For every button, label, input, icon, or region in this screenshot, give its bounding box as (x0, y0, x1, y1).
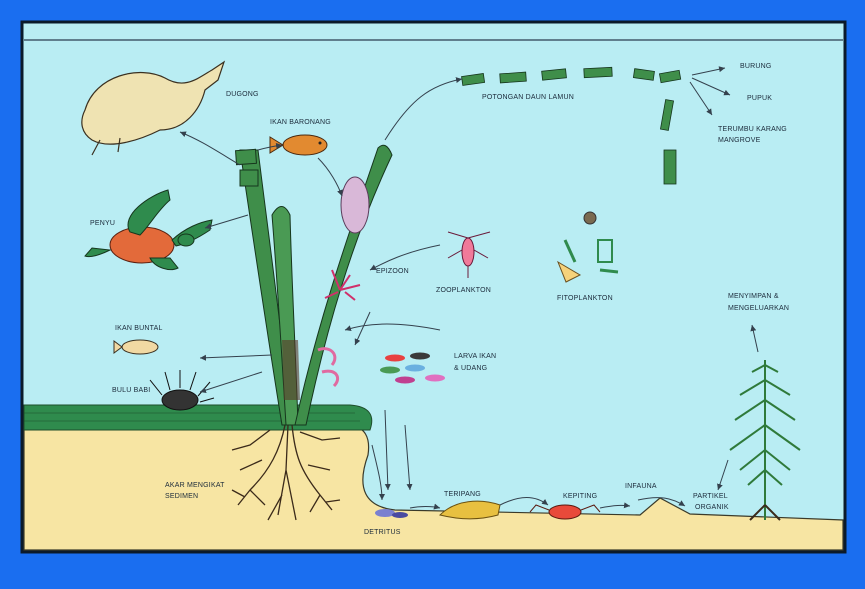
label-akar-2: SEDIMEN (165, 493, 198, 500)
label-penyu: PENYU (90, 220, 115, 227)
label-larva-2: & UDANG (454, 365, 487, 372)
label-menyimpan-2: MENGELUARKAN (728, 305, 789, 312)
label-bulu-babi: BULU BABI (112, 387, 150, 394)
label-infauna: INFAUNA (625, 483, 657, 490)
label-ikan-buntal: IKAN BUNTAL (115, 325, 163, 332)
label-epizoon: EPIZOON (376, 268, 409, 275)
label-burung: BURUNG (740, 63, 772, 70)
label-fitoplankton: FITOPLANKTON (557, 295, 613, 302)
label-partikel-1: PARTIKEL (693, 493, 728, 500)
label-larva-1: LARVA IKAN (454, 353, 496, 360)
label-pupuk: PUPUK (747, 95, 772, 102)
label-zooplankton: ZOOPLANKTON (436, 287, 491, 294)
label-detritus: DETRITUS (364, 529, 401, 536)
seagrass-bed (24, 405, 372, 430)
label-terumbu-karang: TERUMBU KARANG (718, 126, 787, 133)
label-mangrove: MANGROVE (718, 137, 761, 144)
label-kepiting: KEPITING (563, 493, 597, 500)
label-potongan-daun-lamun: POTONGAN DAUN LAMUN (482, 94, 574, 101)
label-dugong: DUGONG (226, 91, 259, 98)
label-akar-1: AKAR MENGIKAT (165, 482, 225, 489)
label-menyimpan-1: MENYIMPAN & (728, 293, 779, 300)
label-partikel-2: ORGANIK (695, 504, 729, 511)
label-ikan-baronang: IKAN BARONANG (270, 119, 331, 126)
label-teripang: TERIPANG (444, 491, 481, 498)
